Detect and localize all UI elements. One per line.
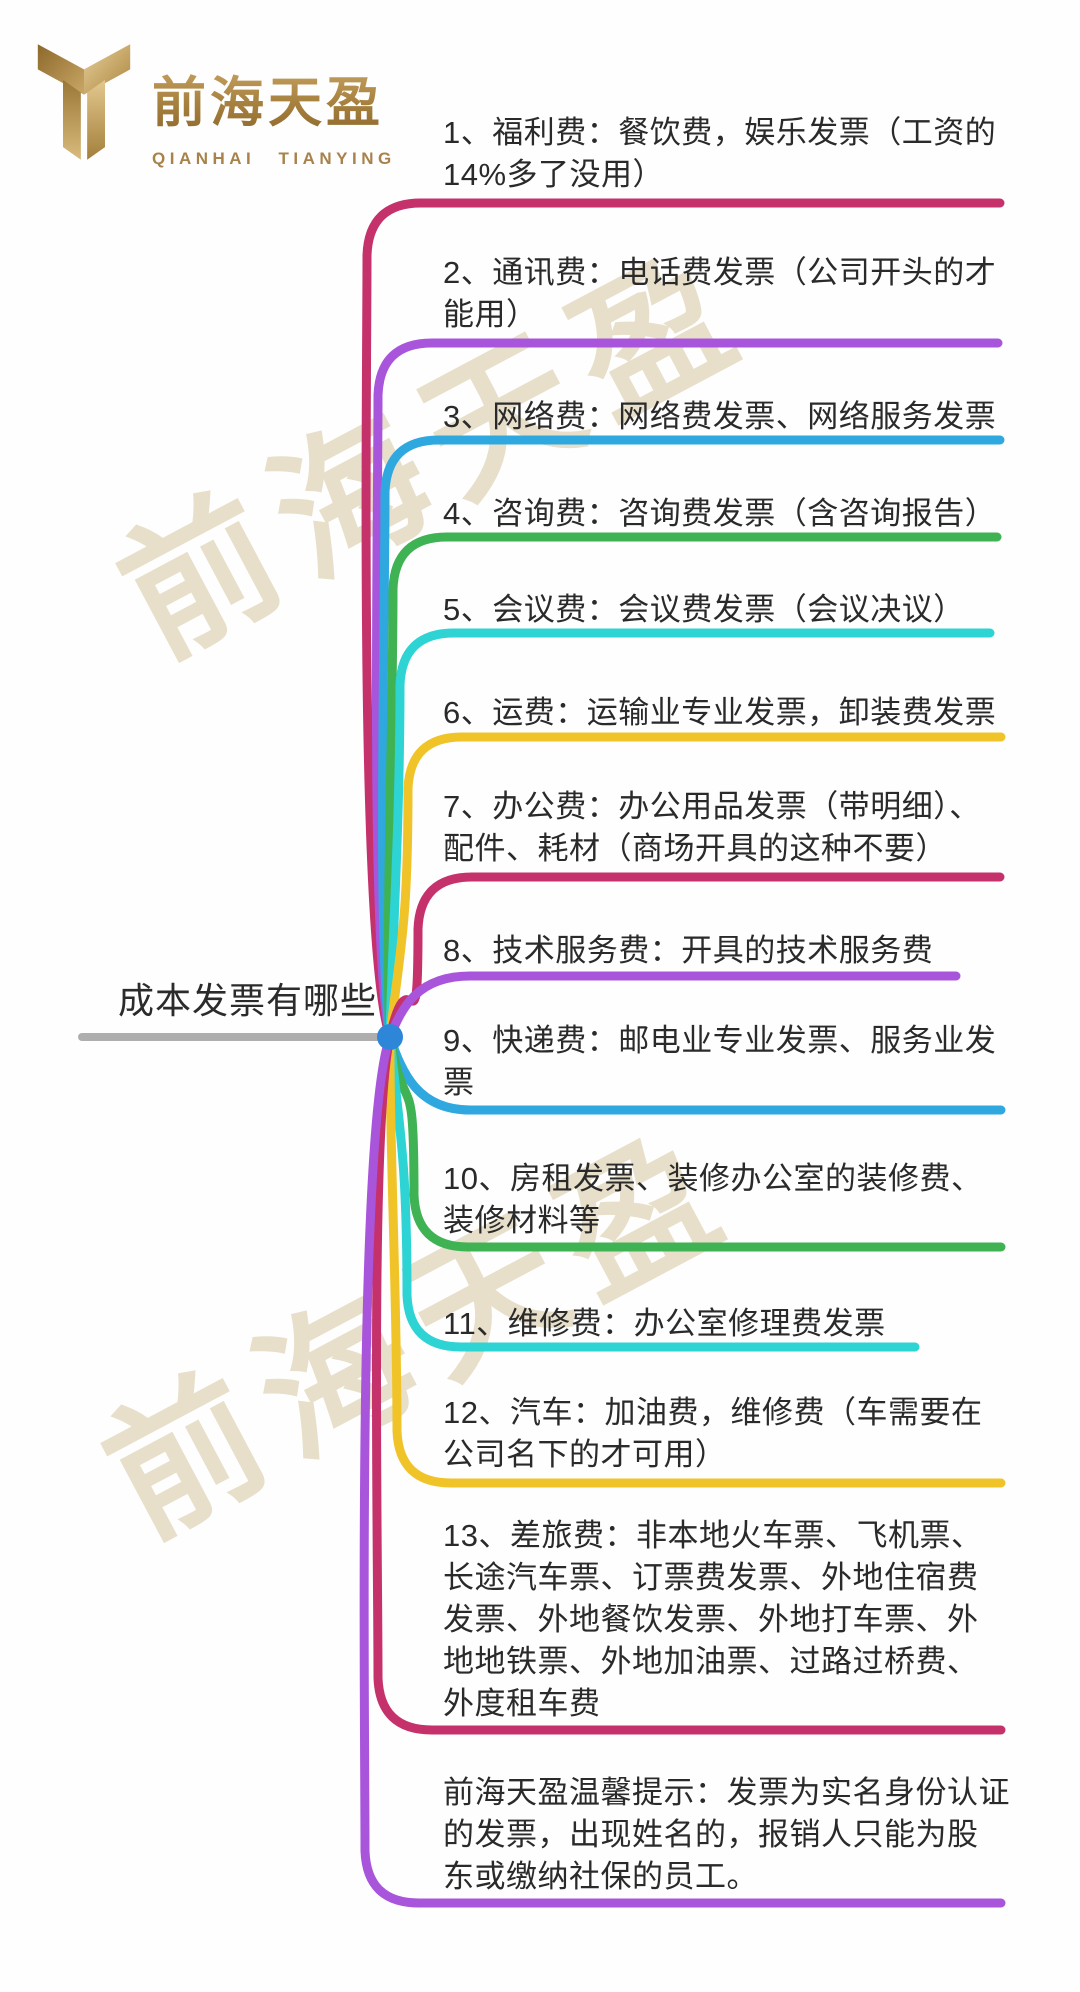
branch-connector xyxy=(385,732,1006,1042)
branch-label-13: 13、差旅费：非本地火车票、飞机票、 长途汽车票、订票费发票、外地住宿费 发票、… xyxy=(443,1518,983,1721)
branch-label-8: 8、技术服务费：开具的技术服务费 xyxy=(443,933,934,968)
branch-label-12: 12、汽车：加油费，维修费（车需要在 公司名下的才可用） xyxy=(443,1395,983,1472)
branch-label-9: 9、快递费：邮电业专业发票、服务业发 票 xyxy=(443,1023,997,1100)
brand-name-cn: 前海天盈 xyxy=(152,58,396,137)
branch-label-3: 3、网络费：网络费发票、网络服务发票 xyxy=(443,399,997,434)
root-node-label: 成本发票有哪些 xyxy=(118,980,378,1021)
branch-label-6: 6、运费：运输业专业发票，卸装费发票 xyxy=(443,695,997,730)
brand-logo-icon xyxy=(37,44,131,160)
branch-label-10: 10、房租发票、装修办公室的装修费、 装修材料等 xyxy=(443,1161,983,1238)
branch-label-2: 2、通讯费：电话费发票（公司开头的才 能用） xyxy=(443,255,997,332)
root-node-dot xyxy=(377,1024,403,1050)
branch-label-1: 1、福利费：餐饮费，娱乐发票（工资的 14%多了没用） xyxy=(443,115,997,192)
branch-connector xyxy=(385,1032,1006,1488)
branch-connector xyxy=(361,198,1005,1042)
branch-connector xyxy=(385,1032,1006,1252)
branch-label-11: 11、维修费：办公室修理费发票 xyxy=(443,1306,886,1341)
branch-connector xyxy=(359,1032,1006,1908)
branch-label-4: 4、咨询费：咨询费发票（含咨询报告） xyxy=(443,496,997,531)
branch-connector xyxy=(385,628,995,1042)
branch-label-7: 7、办公费：办公用品发票（带明细）、 配件、耗材（商场开具的这种不要） xyxy=(443,789,981,866)
branch-connector xyxy=(385,872,1005,1042)
branch-label-5: 5、会议费：会议费发票（会议决议） xyxy=(443,592,965,627)
branch-connector xyxy=(385,1032,920,1352)
branch-connector xyxy=(371,1032,1006,1735)
branch-label-14: 前海天盈温馨提示：发票为实名身份认证 的发票，出现姓名的，报销人只能为股 东或缴… xyxy=(443,1775,1010,1894)
brand-name-en: QIANHAI TIANYING xyxy=(152,149,396,168)
brand-logo: 前海天盈 QIANHAI TIANYING xyxy=(30,40,396,169)
